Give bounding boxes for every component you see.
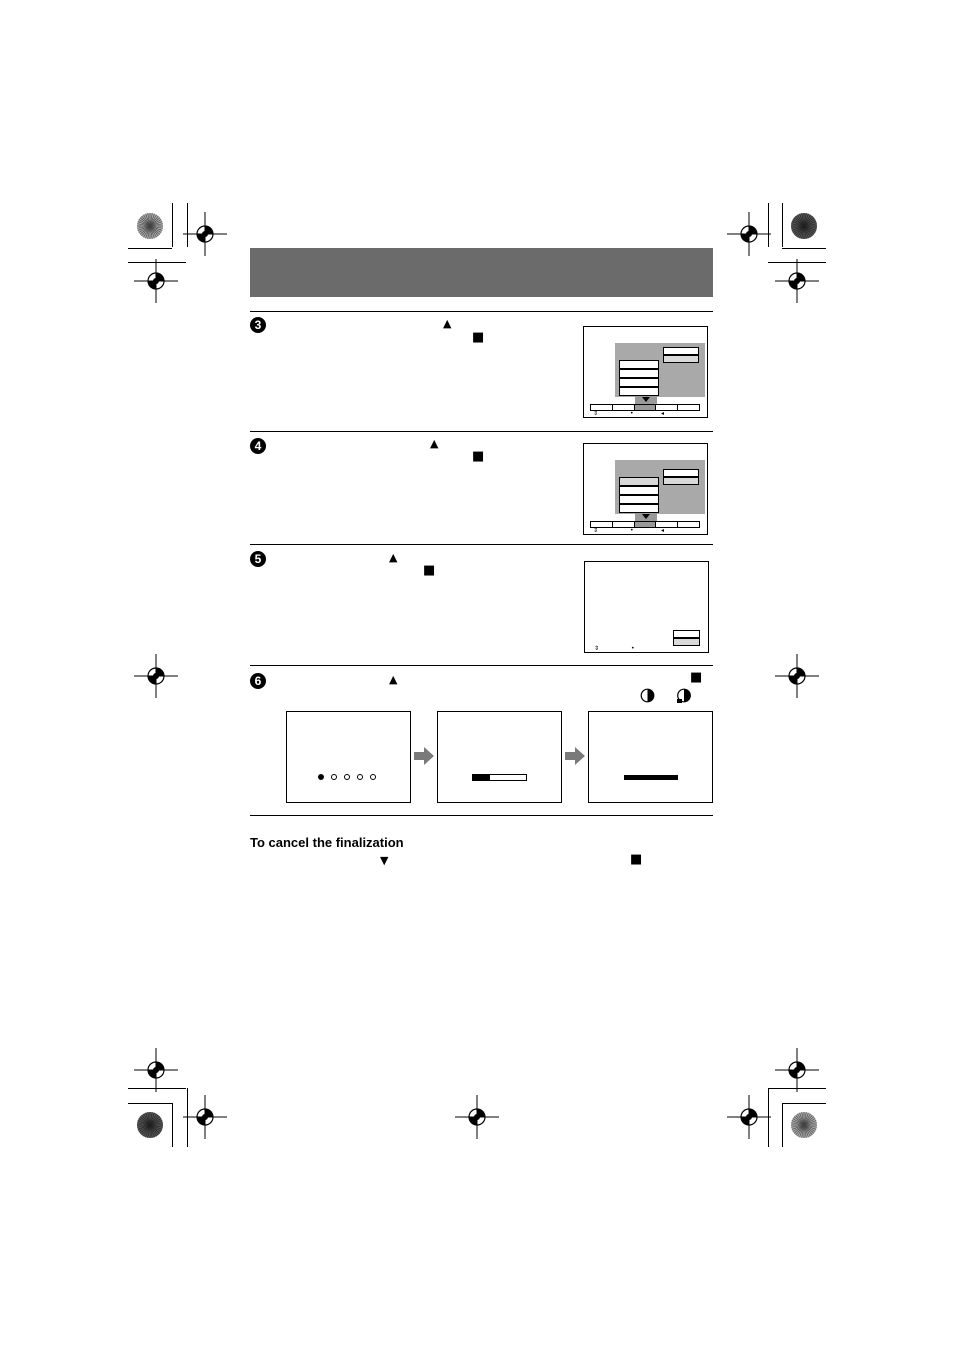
down-arrow-icon: ▼ bbox=[380, 854, 389, 867]
progress-screen-3 bbox=[588, 711, 713, 803]
arrow-right-icon bbox=[414, 747, 434, 765]
scroll-down-icon bbox=[642, 514, 650, 519]
divider bbox=[250, 665, 713, 666]
divider bbox=[250, 815, 713, 816]
crop-mark bbox=[768, 1088, 826, 1089]
progress-bar bbox=[472, 774, 527, 781]
menu-screen-step4: ⇕ • ◂ bbox=[583, 443, 708, 535]
registration-mark-icon bbox=[727, 1095, 771, 1139]
updown-icon: ⇕ bbox=[593, 527, 599, 534]
menu-item-selected bbox=[619, 477, 659, 486]
crop-mark bbox=[782, 1103, 783, 1147]
menu-item bbox=[619, 369, 659, 378]
up-arrow-icon: ▲ bbox=[443, 317, 452, 330]
crop-mark bbox=[172, 203, 173, 247]
stop-button-icon: ■ bbox=[690, 670, 703, 685]
stop-button-icon: ■ bbox=[423, 563, 436, 578]
stop-button-icon: ■ bbox=[472, 330, 485, 345]
progress-bar-complete bbox=[624, 775, 678, 780]
stop-button-icon: ■ bbox=[472, 449, 485, 464]
menu-item bbox=[619, 378, 659, 387]
registration-mark-icon bbox=[183, 1095, 227, 1139]
starburst-icon bbox=[791, 1112, 817, 1138]
crop-mark bbox=[782, 203, 783, 247]
crop-mark bbox=[128, 248, 172, 249]
disc-half-icon bbox=[640, 688, 655, 703]
updown-icon: ⇕ bbox=[593, 410, 599, 417]
progress-dot bbox=[318, 774, 324, 780]
step-number-6: 6 bbox=[250, 673, 266, 689]
divider bbox=[250, 311, 713, 312]
crop-mark bbox=[768, 203, 769, 247]
option-box-selected bbox=[673, 638, 700, 646]
crop-mark bbox=[782, 248, 826, 249]
registration-mark-icon bbox=[775, 259, 819, 303]
crop-mark bbox=[187, 1088, 188, 1147]
registration-mark-icon bbox=[183, 212, 227, 256]
scroll-tab bbox=[635, 396, 657, 404]
starburst-icon bbox=[791, 213, 817, 239]
step-number-4: 4 bbox=[250, 438, 266, 454]
crop-mark bbox=[128, 1088, 186, 1089]
registration-mark-icon bbox=[455, 1095, 499, 1139]
registration-mark-icon bbox=[727, 212, 771, 256]
menu-screen-step3: ⇕ • ◂ bbox=[583, 326, 708, 418]
crop-mark bbox=[782, 1103, 826, 1104]
registration-mark-icon bbox=[775, 654, 819, 698]
menu-item bbox=[619, 486, 659, 495]
scroll-tab bbox=[635, 513, 657, 521]
starburst-icon bbox=[137, 213, 163, 239]
progress-screen-1 bbox=[286, 711, 411, 803]
registration-mark-icon bbox=[134, 654, 178, 698]
menu-item bbox=[619, 495, 659, 504]
crop-mark bbox=[768, 262, 826, 263]
submenu-option-selected bbox=[663, 477, 699, 485]
progress-bar-fill bbox=[473, 775, 491, 780]
dot-icon: • bbox=[630, 527, 634, 534]
crop-mark bbox=[768, 1088, 769, 1147]
up-arrow-icon: ▲ bbox=[430, 437, 439, 450]
crop-mark bbox=[187, 203, 188, 247]
section-title: To cancel the finalization bbox=[250, 835, 404, 850]
updown-icon: ⇕ bbox=[594, 645, 600, 652]
progress-screen-2 bbox=[437, 711, 562, 803]
confirm-screen-step5: ⇕ • bbox=[584, 561, 709, 653]
submenu-option-selected bbox=[663, 355, 699, 363]
divider bbox=[250, 544, 713, 545]
step-number-5: 5 bbox=[250, 551, 266, 567]
progress-dot bbox=[357, 774, 363, 780]
stop-button-icon: ■ bbox=[630, 852, 643, 867]
divider bbox=[250, 431, 713, 432]
dot-icon: • bbox=[630, 410, 634, 417]
progress-bar-fill bbox=[625, 776, 677, 779]
arrow-right-icon bbox=[565, 747, 585, 765]
submenu-option bbox=[663, 347, 699, 355]
crop-mark bbox=[172, 1103, 173, 1147]
back-icon: ◂ bbox=[661, 410, 665, 417]
menu-item bbox=[619, 360, 659, 369]
tab-bar bbox=[590, 521, 700, 528]
scroll-down-icon bbox=[642, 397, 650, 402]
tab-bar bbox=[590, 404, 700, 411]
up-arrow-icon: ▲ bbox=[389, 551, 398, 564]
step-number-3: 3 bbox=[250, 317, 266, 333]
back-icon: ◂ bbox=[661, 527, 665, 534]
submenu-option bbox=[663, 469, 699, 477]
header-band bbox=[250, 248, 713, 297]
menu-item bbox=[619, 387, 659, 396]
menu-item bbox=[619, 504, 659, 513]
registration-mark-icon bbox=[134, 259, 178, 303]
progress-dot bbox=[370, 774, 376, 780]
registration-mark-icon bbox=[775, 1048, 819, 1092]
crop-mark bbox=[128, 1103, 172, 1104]
crop-mark bbox=[128, 262, 186, 263]
option-box bbox=[673, 630, 700, 638]
progress-dot bbox=[331, 774, 337, 780]
progress-dot bbox=[344, 774, 350, 780]
dot-icon: • bbox=[631, 645, 635, 652]
disc-finalize-icon bbox=[677, 688, 691, 703]
up-arrow-icon: ▲ bbox=[389, 673, 398, 686]
registration-mark-icon bbox=[134, 1048, 178, 1092]
starburst-icon bbox=[137, 1112, 163, 1138]
